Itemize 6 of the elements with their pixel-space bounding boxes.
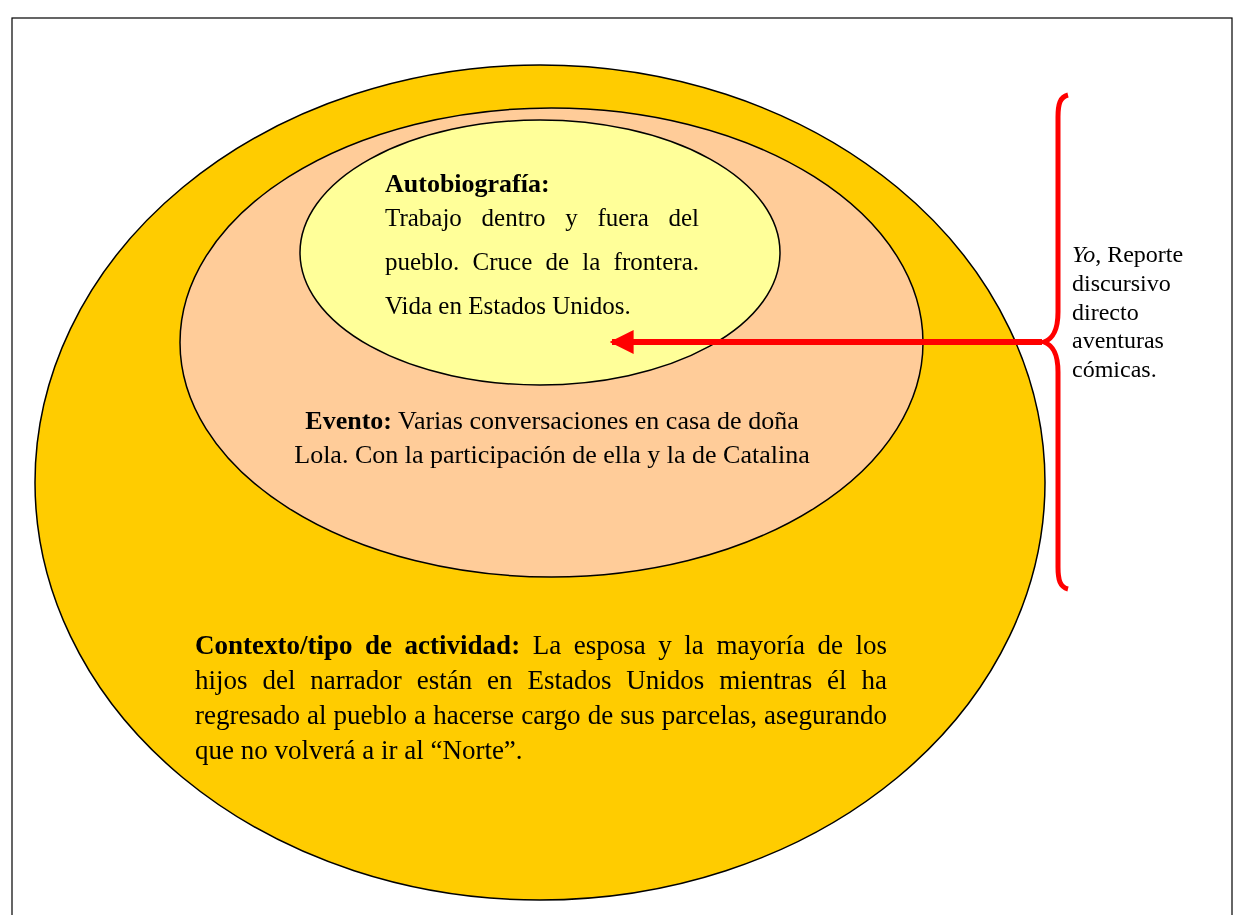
node-text: Contexto/tipo de actividad: La esposa y la mayoría de los hijos del narrador están en Estados Unidos mientras él ha regresado al pueblo a hacerse cargo de sus parcelas, asegurando que no volverá a ir al “Norte”. — [195, 629, 887, 768]
heading: Autobiografía: — [385, 168, 551, 200]
arrow — [609, 330, 1042, 354]
node-text: Yo, Reporte discursivo directo aventuras cómicas. — [1072, 240, 1184, 384]
node-text: Trabajo dentro y fuera del pueblo. Cruce de la frontera. Vida en Estados Unidos. — [385, 203, 699, 321]
node-text: Evento: Varias conversaciones en casa de doña Lola. Con la participación de ella y la de Catalina — [293, 405, 811, 471]
